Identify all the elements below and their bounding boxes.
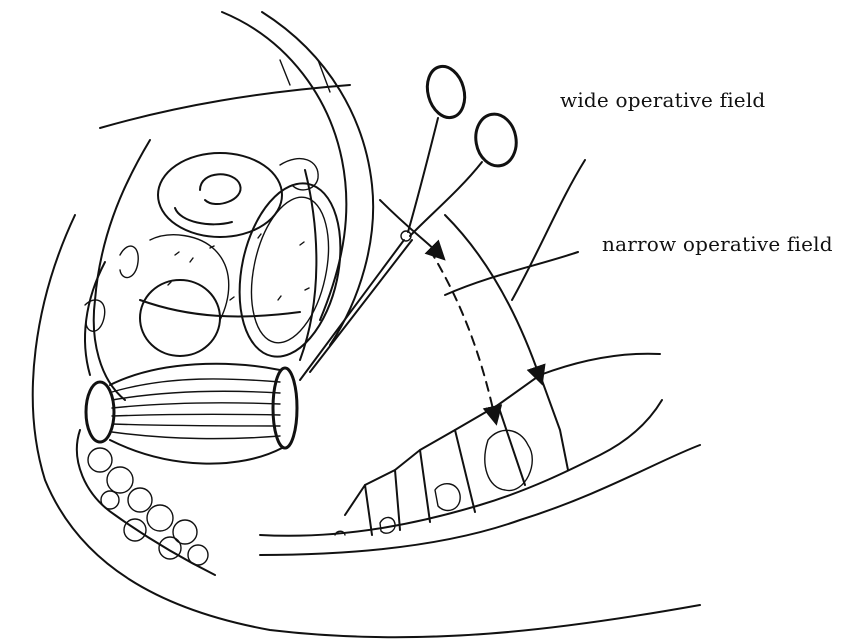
body-outline — [33, 85, 700, 637]
sacrum-vertebrae — [260, 354, 700, 555]
levator-muscle — [86, 364, 297, 464]
vessels — [222, 12, 373, 360]
perineal-fat — [77, 430, 215, 575]
narrow-field-arrow — [430, 250, 578, 418]
scissors-icon — [300, 62, 520, 380]
label-narrow-operative-field: narrow operative field — [602, 232, 833, 256]
label-wide-operative-field: wide operative field — [560, 88, 765, 112]
wide-field-arrow — [380, 160, 585, 378]
